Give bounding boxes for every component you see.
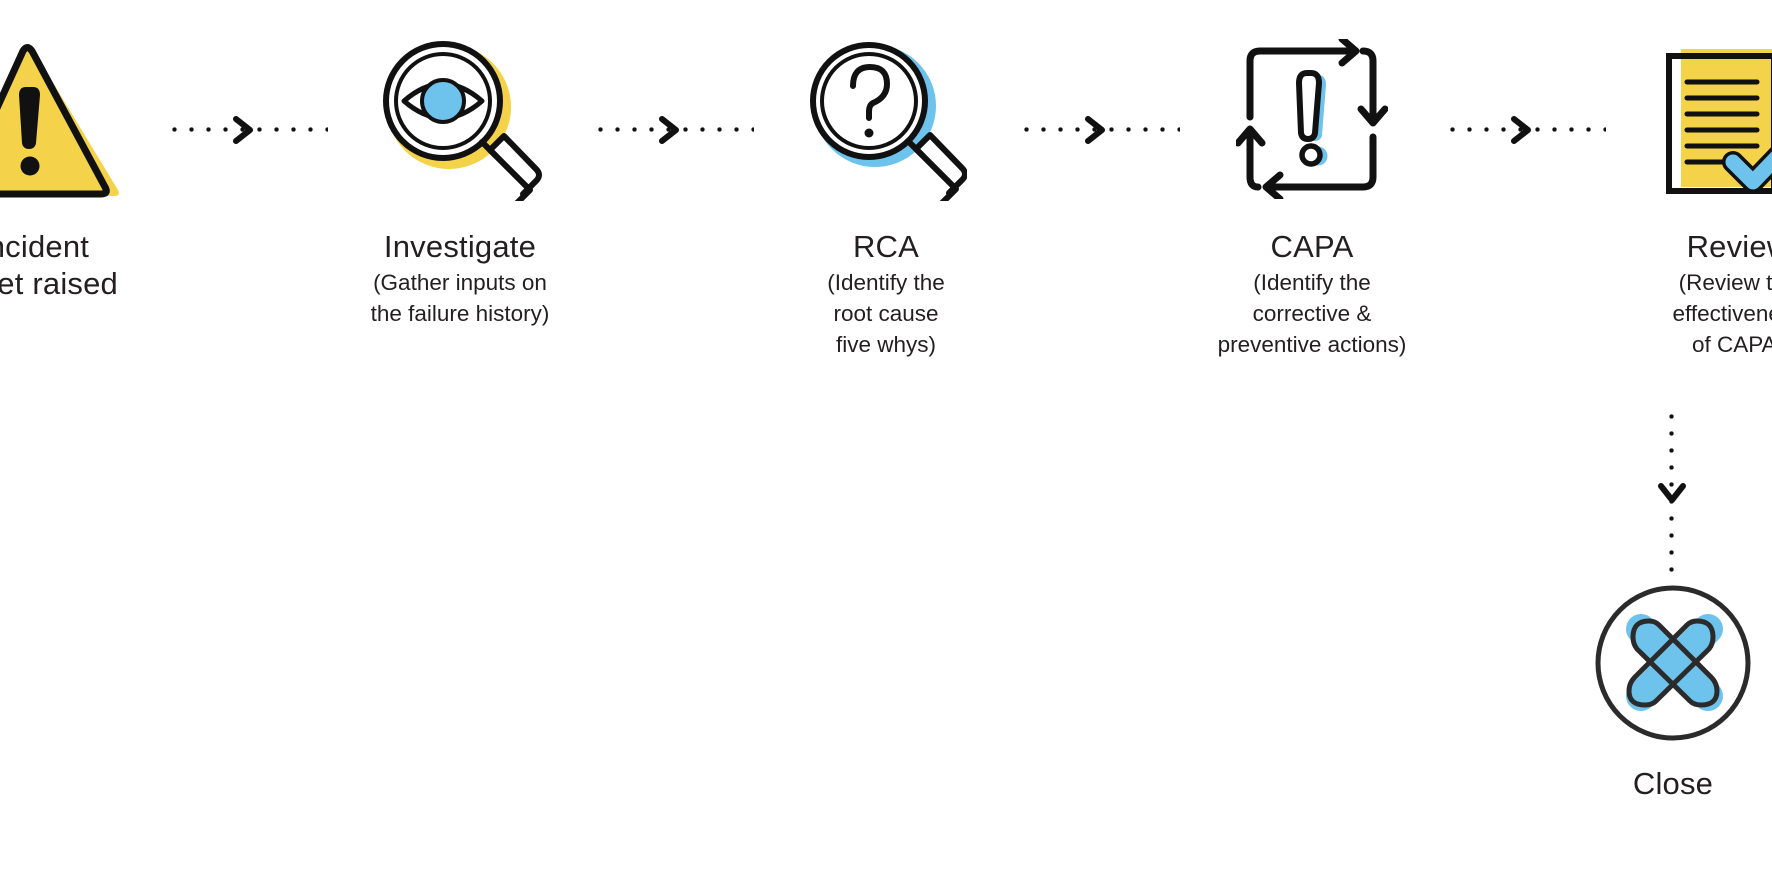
step-subtitle: (Identify the corrective & preventive ac… — [1217, 270, 1407, 357]
warning-triangle-icon — [0, 34, 129, 204]
flow-step-close[interactable]: Close — [1578, 583, 1768, 804]
connector-incident-to-investigate — [158, 34, 336, 204]
connector-investigate-to-rca — [584, 34, 762, 204]
cycle-exclamation-icon — [1217, 34, 1407, 204]
document-check-icon — [1643, 34, 1772, 204]
flow-step-review[interactable]: Review (Review the effectiveness of CAPA… — [1614, 34, 1772, 360]
step-title: Review — [1686, 229, 1772, 264]
process-flow-row: Incident ticket raised — [0, 34, 1772, 360]
step-title: Close — [1632, 766, 1714, 801]
connector-capa-to-review — [1436, 34, 1614, 204]
flow-step-investigate[interactable]: Investigate (Gather inputs on the failur… — [336, 34, 584, 329]
circle-cross-icon — [1593, 583, 1753, 743]
chevron-right-icon — [1080, 114, 1110, 146]
flow-step-labels: Incident ticket raised — [0, 228, 118, 304]
step-subtitle: (Identify the root cause five whys) — [827, 270, 945, 357]
flow-step-capa[interactable]: CAPA (Identify the corrective & preventi… — [1188, 34, 1436, 360]
flow-step-incident[interactable]: Incident ticket raised — [0, 34, 158, 304]
dotted-line-vertical — [1669, 408, 1674, 578]
flow-step-labels: Review (Review the effectiveness of CAPA… — [1673, 228, 1772, 360]
flow-step-labels: CAPA (Identify the corrective & preventi… — [1218, 228, 1407, 360]
flow-step-rca[interactable]: RCA (Identify the root cause five whys) — [762, 34, 1010, 360]
flow-step-labels: Close — [1633, 765, 1713, 804]
step-title: Incident ticket raised — [0, 229, 118, 301]
step-title: Investigate — [383, 229, 537, 264]
chevron-down-icon — [1656, 478, 1688, 508]
flow-step-labels: Investigate (Gather inputs on the failur… — [371, 228, 550, 329]
connector-rca-to-capa — [1010, 34, 1188, 204]
step-title: CAPA — [1270, 229, 1354, 264]
magnifier-eye-icon — [365, 34, 555, 204]
connector-review-to-close — [1652, 408, 1692, 578]
magnifier-question-icon — [791, 34, 981, 204]
step-subtitle: (Gather inputs on the failure history) — [370, 270, 550, 326]
chevron-right-icon — [654, 114, 684, 146]
flow-step-labels: RCA (Identify the root cause five whys) — [827, 228, 945, 360]
chevron-right-icon — [228, 114, 258, 146]
step-subtitle: (Review the effectiveness of CAPA) — [1672, 270, 1772, 357]
chevron-right-icon — [1506, 114, 1536, 146]
step-title: RCA — [852, 229, 920, 264]
